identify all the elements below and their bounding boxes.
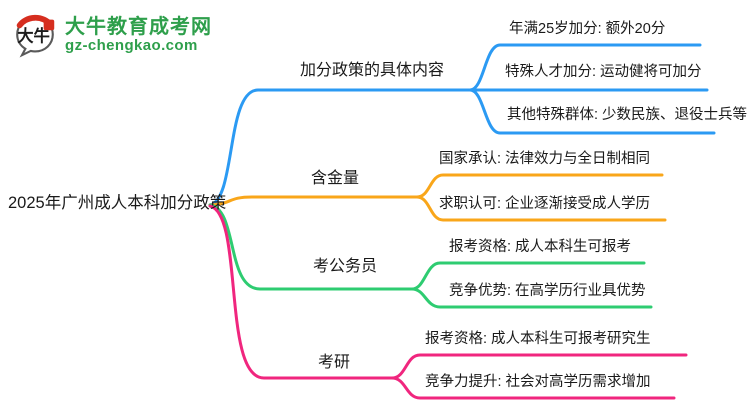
speech-bubble-ox-icon: 大牛 (16, 14, 55, 58)
branch-node-postgraduate: 考研 (318, 354, 351, 371)
mindmap-node-competitiveness-boost: 竞争力提升: 社会对高学历需求增加 (425, 374, 651, 390)
brand-name: 大牛教育成考网 (65, 15, 212, 38)
brand-url: gz-chengkao.com (65, 36, 198, 54)
mindmap-node-national-recognition: 国家承认: 法律效力与全日制相同 (439, 151, 651, 167)
mindmap-node-competitive-advantage: 竞争优势: 在高学历行业具优势 (449, 283, 646, 299)
mindmap-node-special-talent: 特殊人才加分: 运动健将可加分 (505, 64, 702, 80)
mindmap-node-civil-eligibility: 报考资格: 成人本科生可报考 (449, 239, 632, 255)
mindmap-node-postgrad-eligibility: 报考资格: 成人本科生可报考研究生 (425, 331, 651, 347)
mindmap-node-age-bonus: 年满25岁加分: 额外20分 (509, 21, 666, 37)
mindmap-node-other-groups: 其他特殊群体: 少数民族、退役士兵等 (507, 107, 748, 123)
mindmap-root-node: 2025年广州成人本科加分政策 (8, 194, 227, 212)
mindmap-node-job-recognition: 求职认可: 企业逐渐接受成人学历 (439, 196, 651, 212)
branch-lines-policy-content (208, 43, 716, 207)
branch-lines-postgraduate (208, 204, 688, 400)
logo-ox-text: 大牛 (17, 27, 50, 46)
branch-lines-civil-service (208, 203, 653, 309)
branch-node-civil-service: 考公务员 (313, 258, 378, 275)
branch-node-value: 含金量 (311, 170, 360, 187)
branch-lines-value (208, 173, 667, 222)
site-logo: 大牛 大牛教育成考网 gz-chengkao.com (10, 10, 212, 60)
branch-node-policy-content: 加分政策的具体内容 (300, 62, 445, 79)
